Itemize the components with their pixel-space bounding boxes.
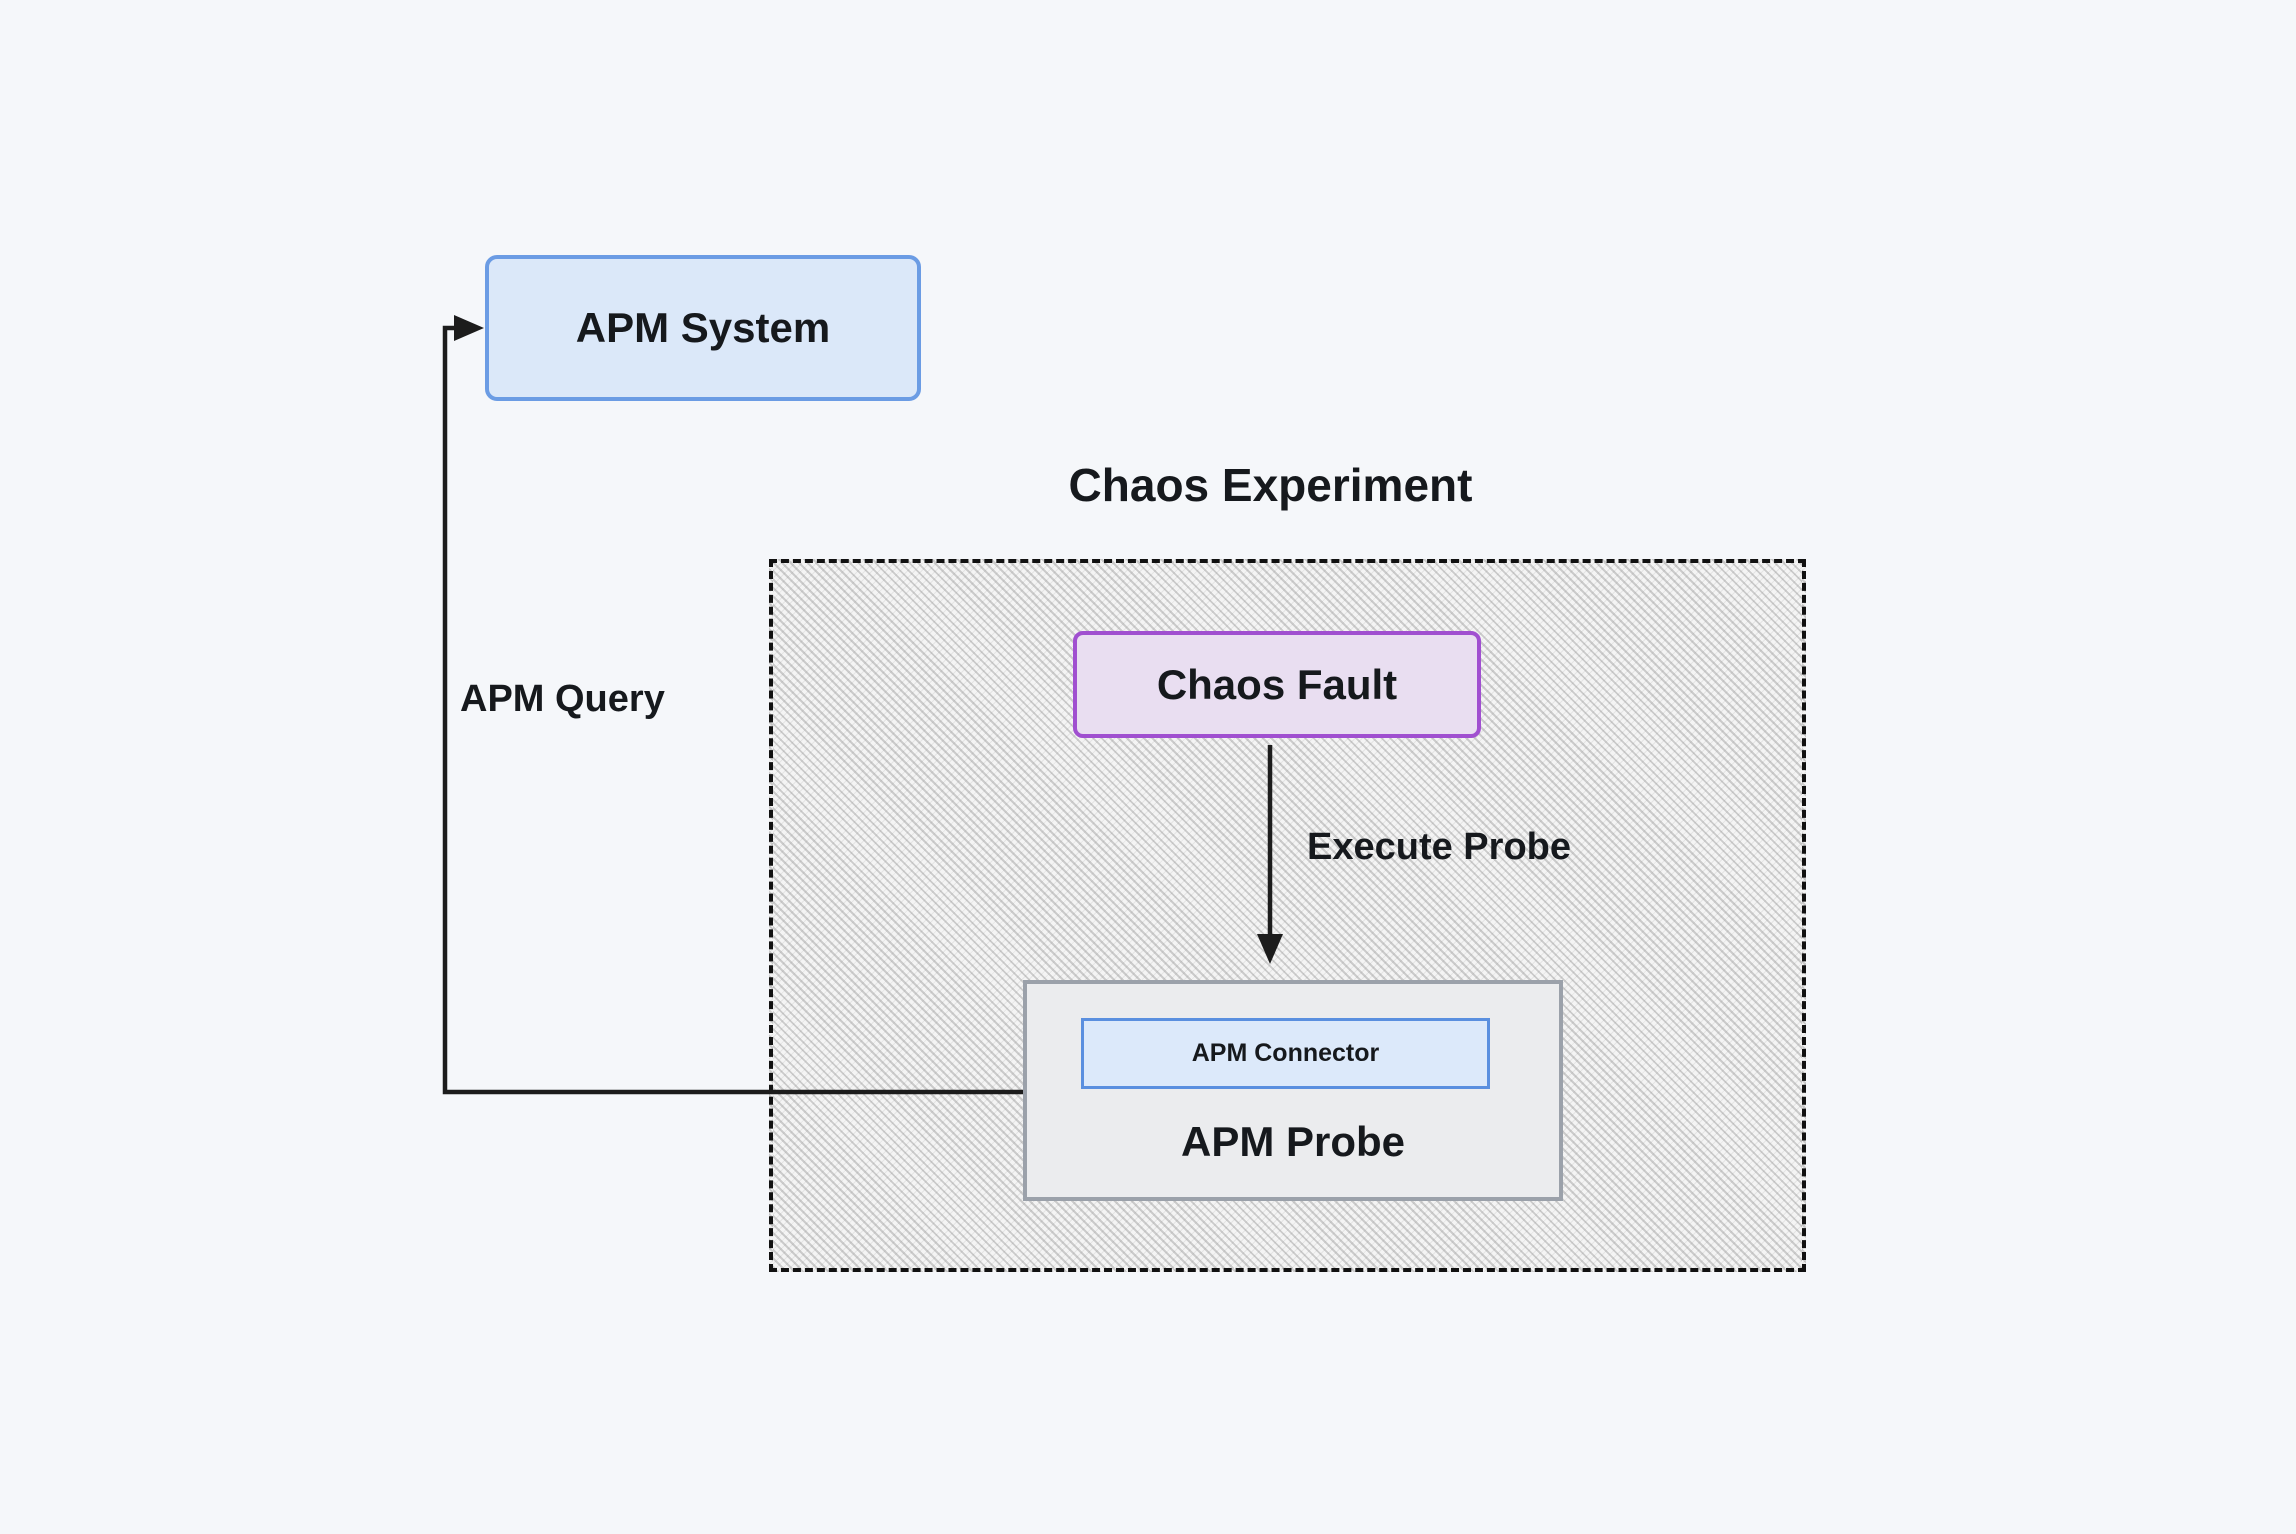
apm-system-node: APM System (485, 255, 921, 401)
apm-probe-node (1023, 980, 1563, 1201)
apm-connector-label: APM Connector (1191, 1039, 1380, 1067)
apm-system-label: APM System (575, 304, 831, 351)
chaos-experiment-title: Chaos Experiment (1068, 459, 1473, 511)
chaos-fault-label: Chaos Fault (1156, 660, 1398, 708)
chaos-fault-node: Chaos Fault (1073, 631, 1481, 738)
apm-probe-label: APM Probe (1180, 1118, 1406, 1165)
arrowhead-right-icon (454, 315, 484, 341)
apm-query-edge-label: APM Query (460, 678, 665, 720)
apm-connector-node: APM Connector (1081, 1018, 1490, 1089)
execute-probe-edge-label: Execute Probe (1307, 826, 1571, 868)
